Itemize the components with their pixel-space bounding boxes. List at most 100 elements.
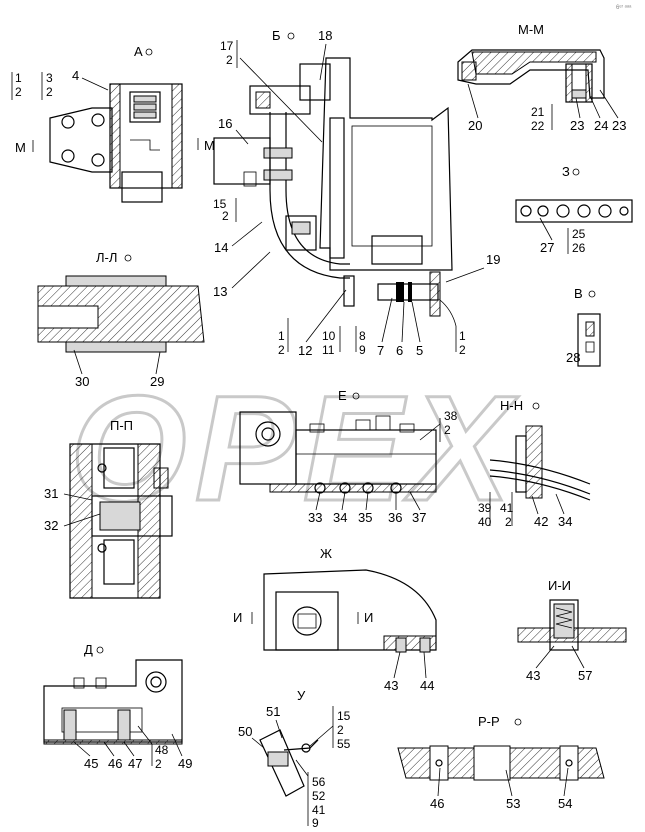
callout-54: 54 (558, 796, 572, 811)
section-mark-i-right: И (364, 610, 373, 625)
callout-2: 2 (444, 423, 451, 437)
callout-15: 15 (337, 709, 351, 723)
callout-23b: 23 (612, 118, 626, 133)
view-pp: П-П 31 32 (44, 418, 173, 599)
view-b-title: Б (272, 28, 281, 43)
view-b-bottom-callouts: 1 2 12 10 11 8 9 7 6 5 1 2 (278, 289, 466, 358)
callout-26: 26 (572, 241, 586, 255)
callout-5: 5 (416, 343, 423, 358)
section-mark-i-left: И (233, 610, 242, 625)
view-d-title: Д (84, 642, 93, 657)
callout-8: 8 (359, 329, 366, 343)
view-u: У 51 50 15 2 55 56 52 41 9 (238, 688, 351, 830)
view-mm-title: М-М (518, 22, 544, 37)
callout-3: 3 (46, 71, 53, 85)
callout-51: 51 (266, 704, 280, 719)
callout-2b: 2 (459, 343, 466, 357)
view-ii-title: И-И (548, 578, 571, 593)
callout-2c: 2 (222, 209, 229, 223)
callout-24: 24 (594, 118, 608, 133)
callout-11: 11 (322, 343, 335, 357)
view-ll: Л-Л 30 29 (37, 250, 205, 389)
callout-31: 31 (44, 486, 58, 501)
view-ii: И-И 43 57 (517, 578, 627, 683)
callout-9: 9 (359, 343, 366, 357)
callout-2: 2 (337, 723, 344, 737)
callout-19: 19 (486, 252, 500, 267)
callout-2: 2 (15, 85, 22, 99)
section-mark-m-right: М (204, 138, 215, 153)
view-v: В 28 (566, 286, 601, 367)
view-ll-title: Л-Л (96, 250, 117, 265)
callout-52: 52 (312, 789, 326, 803)
callout-40: 40 (478, 515, 492, 529)
callout-2: 2 (155, 757, 162, 771)
callout-38: 38 (444, 409, 458, 423)
view-a: А 1 2 3 2 4 М М (11, 44, 215, 203)
callout-23: 23 (570, 118, 584, 133)
callout-2b: 2 (46, 85, 53, 99)
view-b: Б 17 2 18 16 15 2 14 13 19 (213, 28, 500, 327)
callout-25: 25 (572, 227, 586, 241)
section-mark-m-left: М (15, 140, 26, 155)
callout-9: 9 (312, 816, 319, 830)
callout-33: 33 (308, 510, 322, 525)
callout-10: 10 (322, 329, 336, 343)
callout-13: 13 (213, 284, 227, 299)
callout-7: 7 (377, 343, 384, 358)
callout-34: 34 (333, 510, 347, 525)
callout-36: 36 (388, 510, 402, 525)
view-v-title: В (574, 286, 583, 301)
callout-30: 30 (75, 374, 89, 389)
callout-27: 27 (540, 240, 554, 255)
view-zh: Ж И И 43 44 (233, 546, 437, 693)
callout-42: 42 (534, 514, 548, 529)
callout-14: 14 (214, 240, 228, 255)
callout-1: 1 (278, 329, 285, 343)
callout-28: 28 (566, 350, 580, 365)
callout-15: 15 (213, 197, 227, 211)
view-zh-title: Ж (320, 546, 332, 561)
callout-29: 29 (150, 374, 164, 389)
callout-4: 4 (72, 68, 79, 83)
callout-12: 12 (298, 343, 312, 358)
view-rr: Р-Р 46 53 54 (397, 714, 605, 811)
callout-41: 41 (312, 803, 326, 817)
view-pp-title: П-П (110, 418, 133, 433)
callout-20: 20 (468, 118, 482, 133)
callout-1b: 1 (459, 329, 466, 343)
callout-2: 2 (278, 343, 285, 357)
callout-43: 43 (526, 668, 540, 683)
view-e: Е 38 2 33 34 35 36 37 (239, 388, 458, 525)
view-u-title: У (297, 688, 306, 703)
callout-1: 1 (15, 71, 22, 85)
callout-32: 32 (44, 518, 58, 533)
callout-49: 49 (178, 756, 192, 771)
callout-21: 21 (531, 105, 545, 119)
callout-2: 2 (226, 53, 233, 67)
view-z: З 27 25 26 (515, 164, 633, 255)
view-a-title: А (134, 44, 143, 59)
callout-35: 35 (358, 510, 372, 525)
callout-44: 44 (420, 678, 434, 693)
callout-18: 18 (318, 28, 332, 43)
callout-50: 50 (238, 724, 252, 739)
callout-53: 53 (506, 796, 520, 811)
callout-45: 45 (84, 756, 98, 771)
callout-56: 56 (312, 775, 326, 789)
callout-16: 16 (218, 116, 232, 131)
callout-2b: 2 (505, 515, 512, 529)
view-e-title: Е (338, 388, 347, 403)
view-nn-title: Н-Н (500, 398, 523, 413)
callout-34: 34 (558, 514, 572, 529)
callout-41: 41 (500, 501, 514, 515)
view-rr-title: Р-Р (478, 714, 500, 729)
view-mm: М-М 20 21 22 23 24 23 (457, 22, 626, 133)
callout-6: 6 (396, 343, 403, 358)
callout-22: 22 (531, 119, 545, 133)
callout-46: 46 (108, 756, 122, 771)
view-d: Д 45 46 47 48 2 49 (43, 642, 192, 771)
callout-37: 37 (412, 510, 426, 525)
callout-48: 48 (155, 743, 169, 757)
